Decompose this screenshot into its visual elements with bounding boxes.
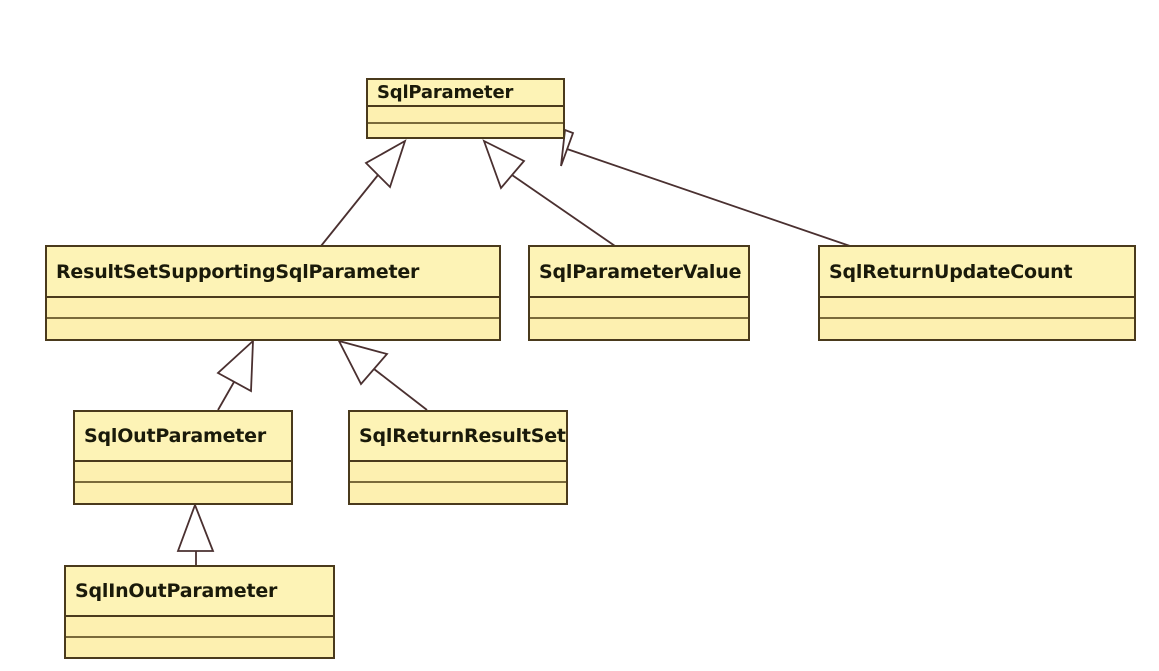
class-box-sqlreturnresultset[interactable]: SqlReturnResultSet xyxy=(348,410,568,505)
class-operations-compartment xyxy=(350,483,566,503)
edge-line xyxy=(320,174,379,247)
edge-line xyxy=(373,368,428,411)
generalization-arrow-resultset-to-sqlparameter xyxy=(320,139,407,247)
generalization-arrow-outparameter-to-resultset xyxy=(216,338,254,411)
hollow-triangle-arrowhead-icon xyxy=(176,502,215,552)
class-attributes-compartment xyxy=(350,462,566,483)
hollow-triangle-arrowhead-icon xyxy=(337,339,389,386)
class-box-sqlparameter[interactable]: SqlParameter xyxy=(366,78,565,139)
generalization-arrow-returnresultset-to-resultset xyxy=(337,339,428,411)
class-name: ResultSetSupportingSqlParameter xyxy=(47,247,499,298)
edge-line xyxy=(217,381,235,411)
edge-line xyxy=(511,174,616,247)
class-name: SqlReturnUpdateCount xyxy=(820,247,1134,298)
class-operations-compartment xyxy=(66,638,333,657)
generalization-arrow-updatecount-to-sqlparameter xyxy=(560,128,851,247)
class-name: SqlOutParameter xyxy=(75,412,291,462)
edge-line xyxy=(566,148,851,247)
class-operations-compartment xyxy=(47,319,499,339)
class-attributes-compartment xyxy=(66,617,333,638)
generalization-arrow-parametervalue-to-sqlparameter xyxy=(482,139,616,247)
hollow-triangle-arrowhead-icon xyxy=(560,128,575,167)
class-operations-compartment xyxy=(75,483,291,503)
class-name: SqlParameter xyxy=(368,80,563,107)
hollow-triangle-arrowhead-icon xyxy=(482,139,526,190)
class-attributes-compartment xyxy=(368,107,563,124)
class-operations-compartment xyxy=(820,319,1134,339)
class-operations-compartment xyxy=(368,124,563,137)
class-name: SqlReturnResultSet xyxy=(350,412,566,462)
class-name: SqlParameterValue xyxy=(530,247,748,298)
class-box-sqlinoutparameter[interactable]: SqlInOutParameter xyxy=(64,565,335,659)
class-box-sqloutparameter[interactable]: SqlOutParameter xyxy=(73,410,293,505)
class-box-resultsetsupportingsqlparameter[interactable]: ResultSetSupportingSqlParameter xyxy=(45,245,501,341)
generalization-arrow-inout-to-outparameter xyxy=(176,502,215,565)
class-box-sqlparametervalue[interactable]: SqlParameterValue xyxy=(528,245,750,341)
class-box-sqlreturnupdatecount[interactable]: SqlReturnUpdateCount xyxy=(818,245,1136,341)
class-name: SqlInOutParameter xyxy=(66,567,333,617)
class-attributes-compartment xyxy=(530,298,748,319)
class-attributes-compartment xyxy=(820,298,1134,319)
class-operations-compartment xyxy=(530,319,748,339)
hollow-triangle-arrowhead-icon xyxy=(364,139,407,189)
class-attributes-compartment xyxy=(75,462,291,483)
hollow-triangle-arrowhead-icon xyxy=(216,338,254,393)
class-attributes-compartment xyxy=(47,298,499,319)
